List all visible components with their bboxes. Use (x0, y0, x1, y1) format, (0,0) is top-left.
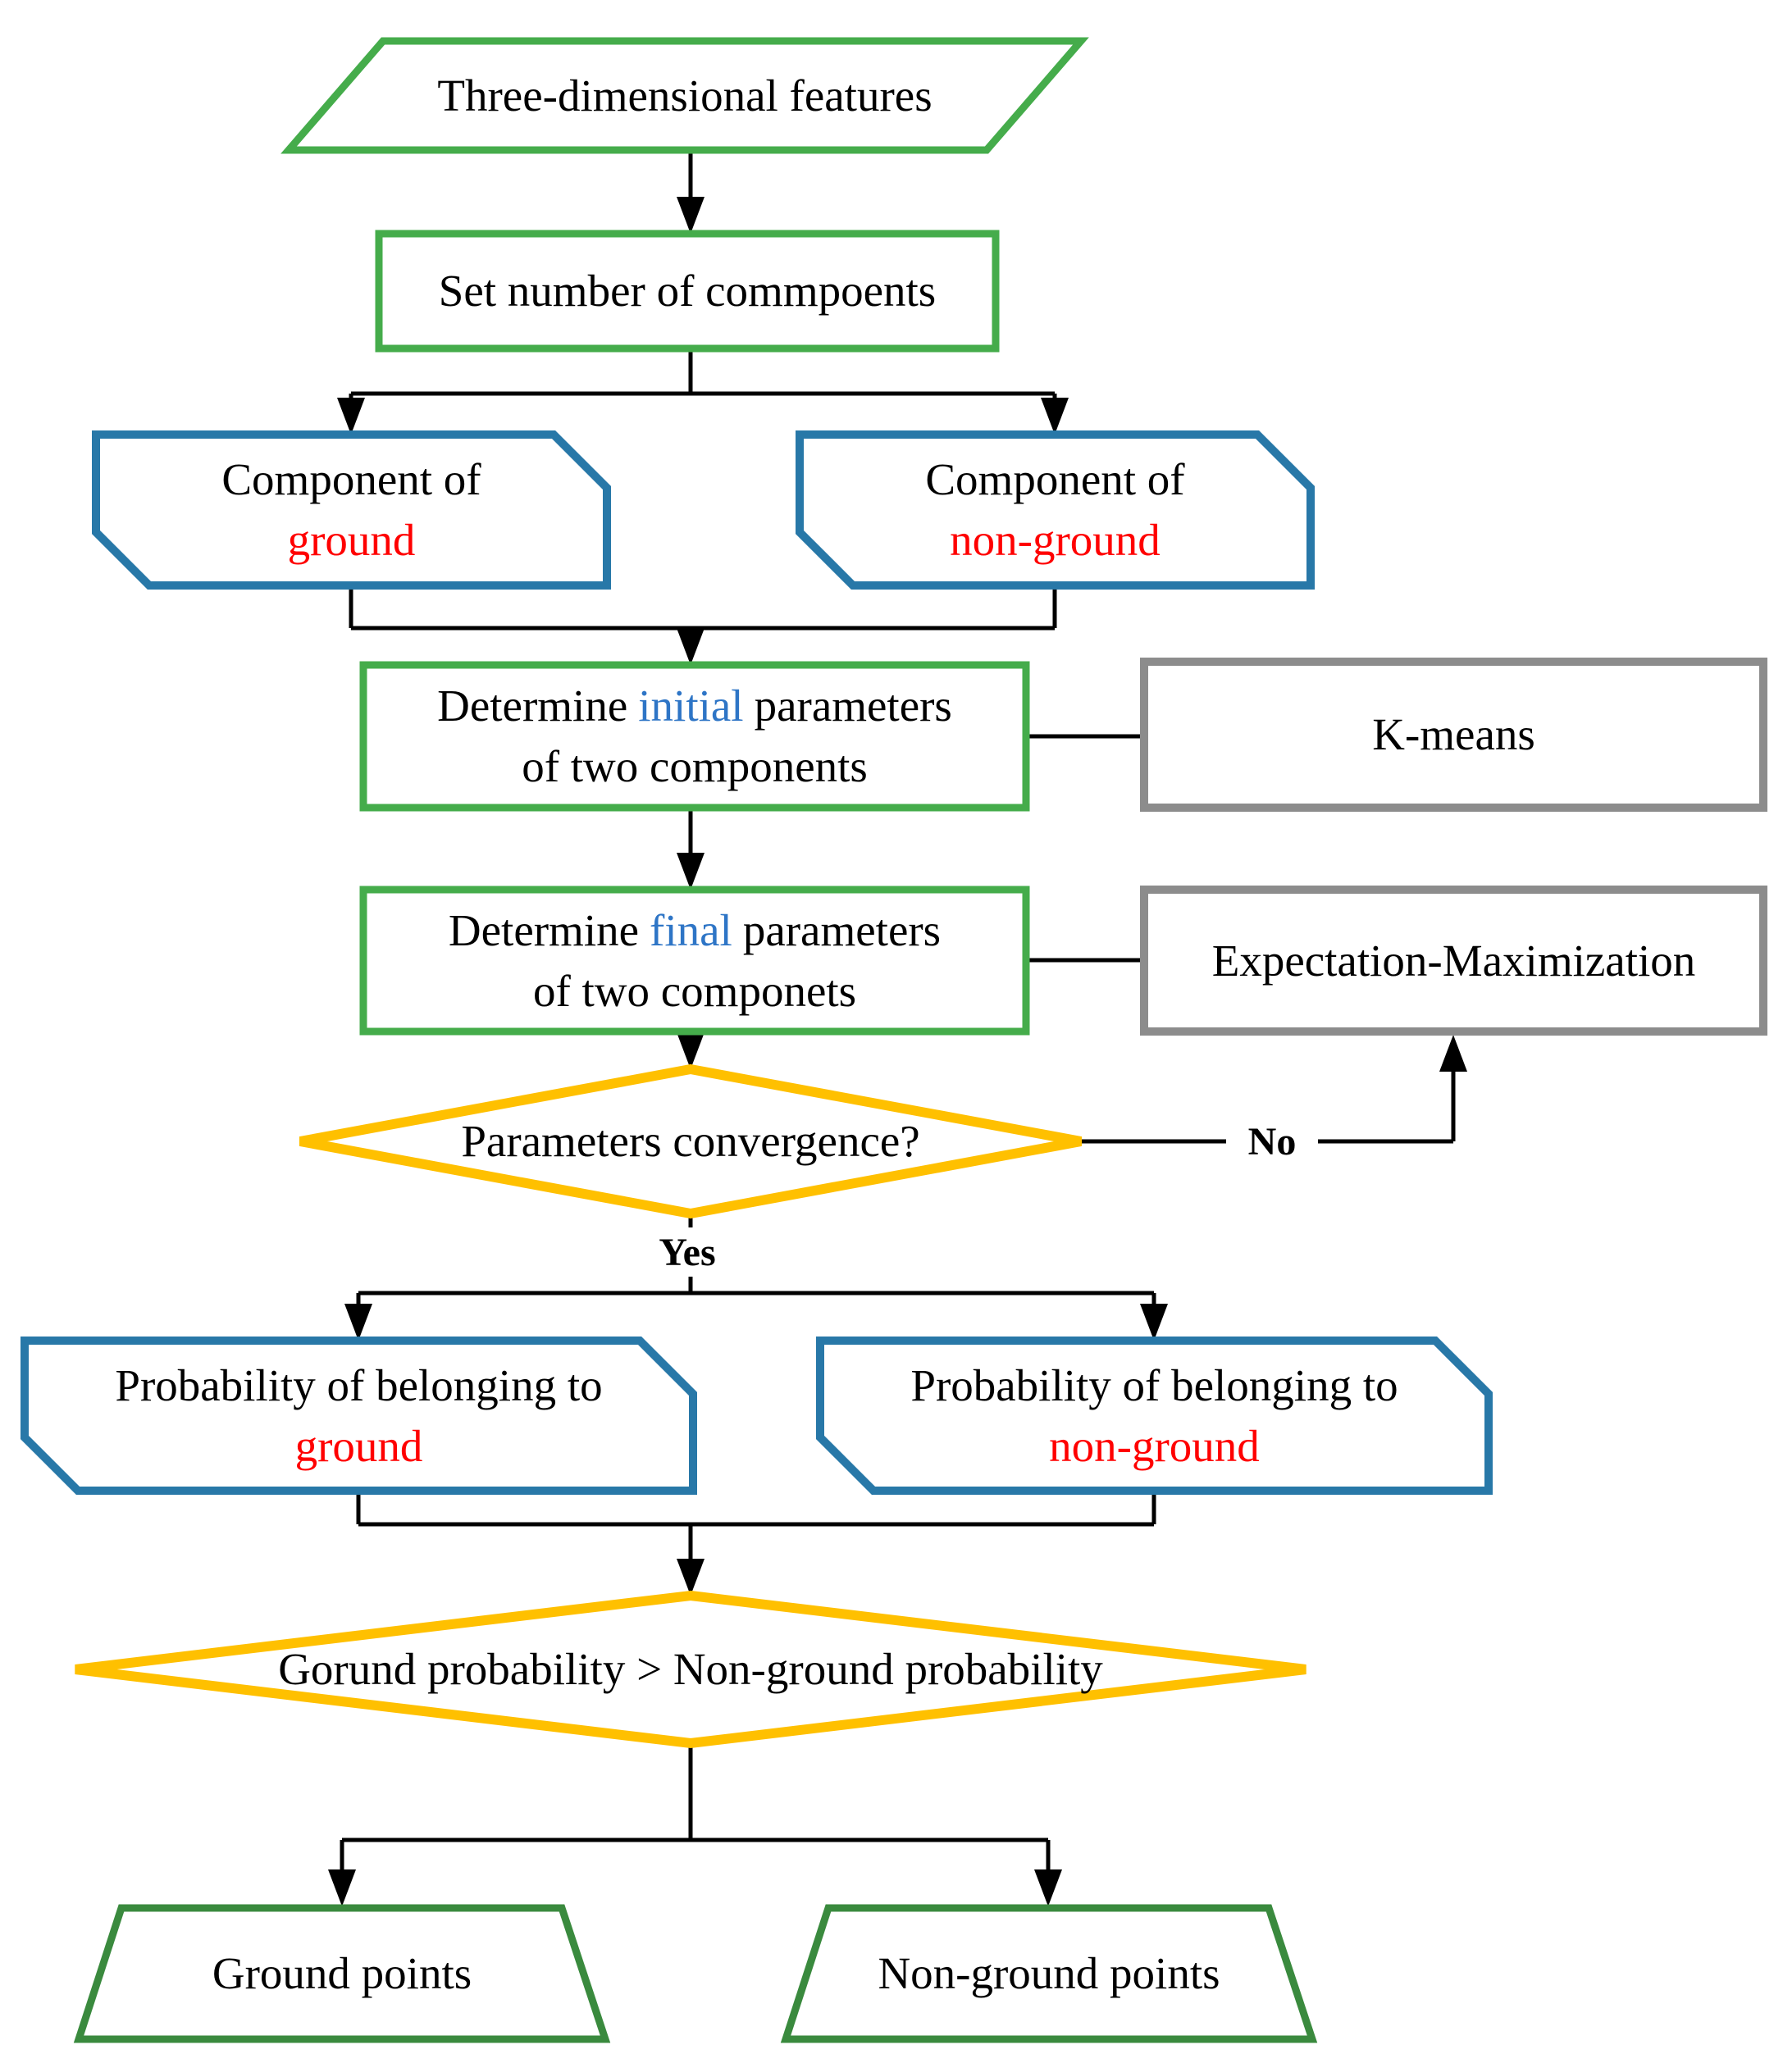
arrowhead (344, 1304, 372, 1341)
prob-nonground-line2: non-ground (1049, 1420, 1260, 1471)
component-ground-line2: ground (287, 515, 416, 565)
arrowhead (677, 628, 705, 665)
arrowhead (337, 398, 365, 435)
arrowhead (677, 1559, 705, 1596)
ground-points-node: Ground points (79, 1908, 605, 2039)
arrowhead (677, 853, 705, 890)
set-components-label: Set number of commpoents (438, 266, 937, 316)
set-components-shape (375, 230, 1000, 353)
ground-points-shape (73, 1904, 611, 2043)
prob-ground-line2: ground (294, 1420, 423, 1471)
determine-final-prefix: Determine (448, 904, 640, 955)
determine-final-line2: of two componets (532, 965, 857, 1016)
connector-compare-split (340, 1743, 1051, 1869)
prob-ground-shape (21, 1337, 697, 1495)
arrowhead (677, 1032, 705, 1069)
input-label: Three-dimensional features (437, 70, 933, 121)
determine-final-node: Determine final parameters of two compon… (363, 890, 1026, 1031)
prob-ground-line1: Probability of belonging to (115, 1359, 603, 1410)
determine-final-line1: Determine final parameters (449, 900, 941, 961)
nonground-points-shape (780, 1904, 1318, 2043)
component-nonground-line1: Component of (925, 454, 1185, 504)
determine-initial-line1: Determine initial parameters (437, 676, 952, 736)
component-nonground-shape (796, 430, 1315, 590)
set-components-node: Set number of commpoents (379, 234, 996, 348)
component-nonground-line2: non-ground (950, 515, 1161, 565)
kmeans-node: K-means (1144, 662, 1763, 808)
compare-diamond-shape (75, 1590, 1306, 1749)
connector-set-split (349, 348, 1057, 399)
prob-nonground-node: Probability of belonging to non-ground (820, 1341, 1489, 1491)
compare-decision-label: Gorund probability > Non-ground probabil… (278, 1644, 1103, 1694)
nonground-points-node: Non-ground points (786, 1908, 1312, 2039)
nonground-points-label: Non-ground points (878, 1948, 1220, 1998)
convergence-decision-node: Parameters convergence? (300, 1069, 1081, 1214)
ground-points-label: Ground points (212, 1948, 472, 1998)
prob-ground-node: Probability of belonging to ground (25, 1341, 693, 1491)
edge-label-no: No (1226, 1117, 1318, 1166)
arrowhead (677, 197, 705, 234)
input-node: Three-dimensional features (289, 41, 1081, 150)
convergence-diamond-shape (299, 1063, 1083, 1219)
arrowhead-up (1439, 1035, 1467, 1072)
connector-prob-merge (356, 1491, 1156, 1559)
expectation-maximization-node: Expectation-Maximization (1144, 890, 1763, 1031)
arrowhead (328, 1869, 356, 1906)
determine-initial-prefix: Determine (437, 681, 628, 731)
determine-initial-highlight: initial (638, 681, 744, 731)
kmeans-shape (1140, 658, 1767, 812)
expectation-maximization-label: Expectation-Maximization (1211, 935, 1696, 986)
expectation-maximization-shape (1140, 886, 1767, 1036)
determine-final-shape (359, 886, 1030, 1036)
component-ground-node: Component of ground (96, 435, 607, 585)
component-nonground-node: Component of non-ground (800, 435, 1311, 585)
arrowhead (1041, 398, 1069, 435)
input-parallelogram-shape (280, 37, 1089, 154)
prob-nonground-shape (816, 1337, 1493, 1495)
determine-initial-line2: of two components (522, 741, 868, 791)
determine-final-suffix: parameters (742, 904, 942, 955)
determine-initial-node: Determine initial parameters of two comp… (363, 665, 1026, 808)
component-ground-shape (92, 430, 611, 590)
determine-final-highlight: final (650, 904, 732, 955)
component-ground-line1: Component of (221, 454, 481, 504)
kmeans-label: K-means (1372, 709, 1535, 759)
edge-label-yes: Yes (633, 1227, 741, 1277)
connector-yes-split (356, 1214, 1156, 1304)
arrowhead (1034, 1869, 1062, 1906)
prob-nonground-line1: Probability of belonging to (910, 1359, 1398, 1410)
determine-initial-shape (359, 661, 1030, 812)
connector-components-merge (349, 585, 1057, 631)
arrowhead (1140, 1304, 1168, 1341)
compare-decision-node: Gorund probability > Non-ground probabil… (75, 1596, 1306, 1743)
determine-initial-suffix: parameters (754, 681, 952, 731)
convergence-decision-label: Parameters convergence? (461, 1116, 920, 1166)
